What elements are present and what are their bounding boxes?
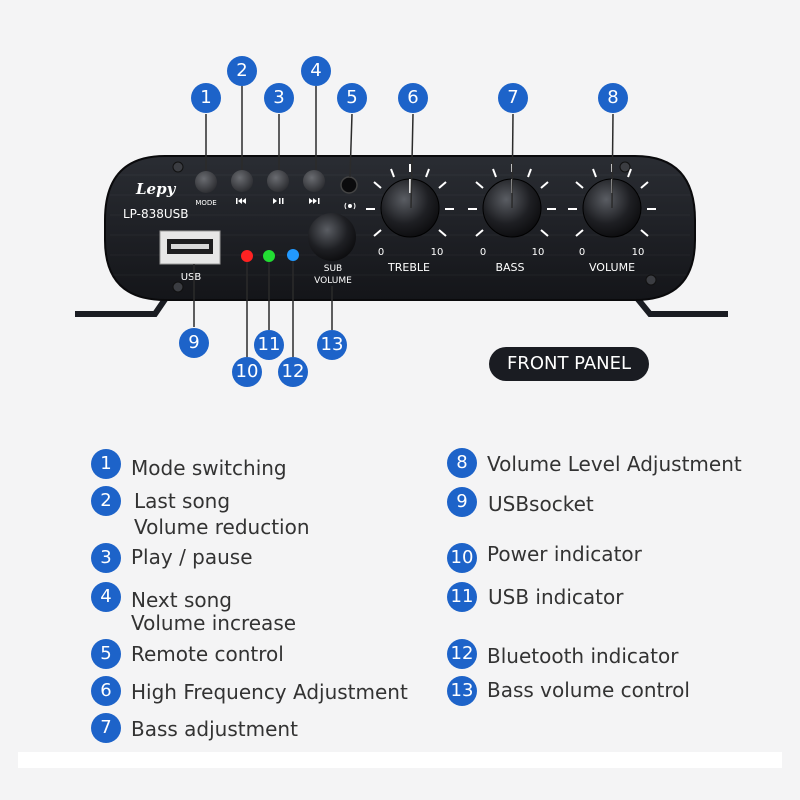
treble-max: 10 bbox=[431, 247, 444, 258]
callout-13: 13 bbox=[317, 330, 347, 360]
ir-sensor bbox=[340, 176, 358, 194]
mode-label: MODE bbox=[195, 199, 216, 207]
callout-7: 7 bbox=[498, 83, 528, 113]
legend-badge-8: 8 bbox=[447, 448, 477, 478]
previous-icon bbox=[236, 198, 246, 204]
legend-badge-10: 10 bbox=[447, 543, 477, 573]
brand-logo: Lepy bbox=[135, 180, 177, 198]
mode-button[interactable] bbox=[195, 171, 217, 193]
volume-max: 10 bbox=[632, 247, 645, 258]
legend-text-2a: Last song bbox=[134, 489, 231, 513]
leader-lines bbox=[193, 86, 614, 357]
callout-10: 10 bbox=[232, 357, 262, 387]
legend-badge-1: 1 bbox=[91, 449, 121, 479]
legend-text-1: Mode switching bbox=[131, 456, 287, 480]
legend-badge-9: 9 bbox=[447, 487, 477, 517]
legend-text-2b: Volume reduction bbox=[134, 515, 310, 539]
sub-volume-knob[interactable] bbox=[308, 213, 356, 261]
legend-text-13: Bass volume control bbox=[487, 678, 690, 702]
legend-text-4b: Volume increase bbox=[131, 611, 297, 635]
previous-button[interactable] bbox=[231, 170, 253, 192]
play-pause-button[interactable] bbox=[267, 170, 289, 192]
legend-text-12: Bluetooth indicator bbox=[487, 644, 679, 668]
usb-led bbox=[263, 250, 275, 262]
callout-1: 1 bbox=[191, 83, 221, 113]
bass-max: 10 bbox=[532, 247, 545, 258]
legend-badge-6: 6 bbox=[91, 676, 121, 706]
sub-volume-label: VOLUME bbox=[314, 276, 352, 286]
legend-text-9: USBsocket bbox=[488, 492, 594, 516]
legend-text-8: Volume Level Adjustment bbox=[487, 452, 742, 476]
legend-badge-13: 13 bbox=[447, 676, 477, 706]
treble-min: 0 bbox=[378, 247, 384, 258]
callout-4: 4 bbox=[301, 56, 331, 86]
callout-2: 2 bbox=[227, 56, 257, 86]
callout-12: 12 bbox=[278, 357, 308, 387]
remote-signal-icon bbox=[344, 202, 356, 210]
legend-text-6: High Frequency Adjustment bbox=[131, 680, 408, 704]
power-led bbox=[241, 250, 253, 262]
callout-3: 3 bbox=[264, 83, 294, 113]
bass-label: BASS bbox=[495, 261, 524, 274]
play-pause-icon bbox=[273, 198, 284, 204]
bottom-strip bbox=[18, 752, 782, 768]
legend-badge-7: 7 bbox=[91, 713, 121, 743]
legend-badge-5: 5 bbox=[91, 639, 121, 669]
bass-min: 0 bbox=[480, 247, 486, 258]
volume-min: 0 bbox=[579, 247, 585, 258]
sub-label: SUB bbox=[324, 264, 342, 274]
legend-text-10: Power indicator bbox=[487, 542, 642, 566]
front-panel-label: FRONT PANEL bbox=[489, 347, 649, 381]
callout-8: 8 bbox=[598, 83, 628, 113]
legend-text-7: Bass adjustment bbox=[131, 717, 298, 741]
screws bbox=[172, 161, 657, 293]
usb-port[interactable] bbox=[159, 230, 221, 265]
legend-badge-12: 12 bbox=[447, 639, 477, 669]
legend-text-4a: Next song bbox=[131, 588, 232, 612]
legend-badge-11: 11 bbox=[447, 582, 477, 612]
legend-badge-4: 4 bbox=[91, 582, 121, 612]
legend-text-11: USB indicator bbox=[488, 585, 624, 609]
legend-badge-3: 3 bbox=[91, 543, 121, 573]
treble-knob[interactable] bbox=[366, 164, 454, 238]
callout-9: 9 bbox=[179, 328, 209, 358]
treble-label: TREBLE bbox=[387, 261, 430, 274]
legend-text-5: Remote control bbox=[131, 642, 284, 666]
next-icon bbox=[309, 198, 320, 204]
callout-5: 5 bbox=[337, 83, 367, 113]
callout-6: 6 bbox=[398, 83, 428, 113]
model-label: LP-838USB bbox=[123, 207, 189, 221]
callout-11: 11 bbox=[254, 330, 284, 360]
legend-badge-2: 2 bbox=[91, 486, 121, 516]
next-button[interactable] bbox=[303, 170, 325, 192]
volume-label: VOLUME bbox=[589, 261, 635, 274]
usb-label: USB bbox=[181, 272, 202, 283]
bluetooth-led bbox=[287, 249, 299, 261]
legend-text-3: Play / pause bbox=[131, 545, 253, 569]
